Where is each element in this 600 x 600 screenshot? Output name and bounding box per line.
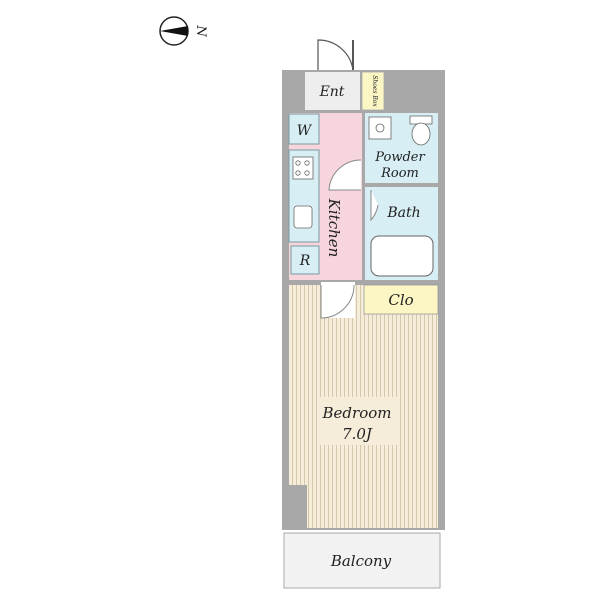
- washer-box: [288, 113, 320, 145]
- kitchen-label: Kitchen: [325, 198, 343, 258]
- stove-icon: [292, 156, 314, 180]
- balcony-label: Balcony: [330, 552, 392, 570]
- shoe-box-label: Shoes Box: [371, 75, 378, 107]
- bath-label: Bath: [386, 205, 420, 221]
- wash-basin-icon: [368, 116, 392, 140]
- compass: N: [159, 16, 208, 46]
- bedroom-floor-notch: [289, 485, 307, 528]
- bedroom-label: Bedroom: [322, 404, 392, 422]
- bedroom-label-box: [317, 397, 397, 445]
- bedroom-door: [320, 284, 355, 319]
- washer-label: W: [297, 123, 313, 139]
- compass-arrow-icon: [160, 26, 188, 36]
- bedroom-size-label: 7.0J: [342, 425, 373, 443]
- sink-icon: [293, 205, 313, 229]
- shoe-box: [361, 71, 385, 111]
- closet-overlay: [363, 284, 439, 315]
- entry-door: [317, 39, 354, 71]
- toilet-icon: [409, 115, 433, 146]
- balcony: [283, 532, 441, 589]
- refrigerator-box: [290, 245, 320, 275]
- powder-room-label-1: Powder: [374, 150, 425, 165]
- entrance-label: Ent: [319, 84, 345, 100]
- compass-label: N: [193, 24, 208, 37]
- powder-room-label-2: Room: [380, 166, 419, 181]
- bathtub-icon: [370, 235, 434, 277]
- refrigerator-label: R: [299, 253, 311, 269]
- bath-door: [370, 190, 379, 222]
- corridor-door: [328, 159, 362, 191]
- entrance-floor: [305, 72, 360, 110]
- closet-label: Clo: [388, 291, 413, 309]
